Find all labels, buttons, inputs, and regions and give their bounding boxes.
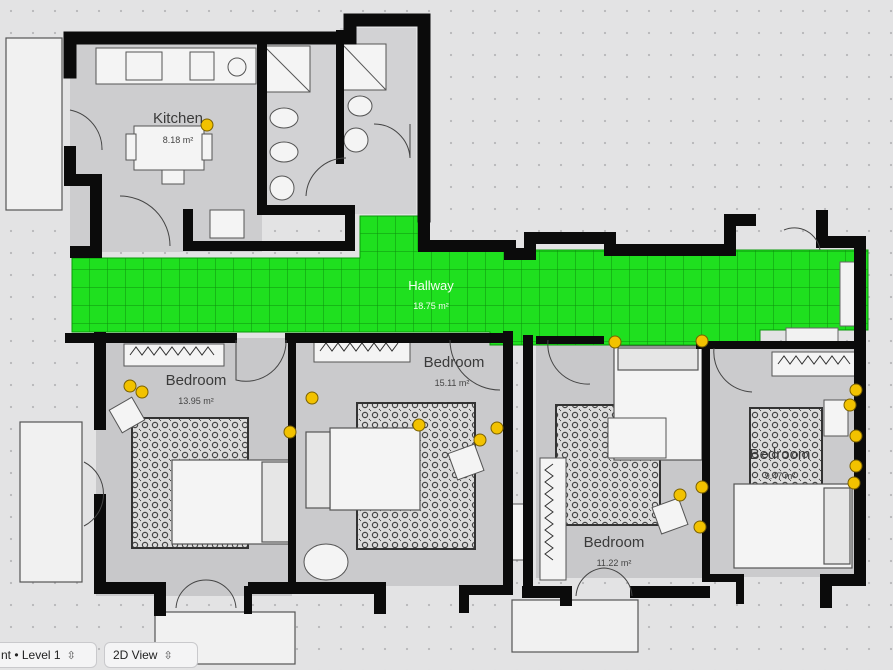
bedroom-3-area: 11.22 m²: [597, 558, 632, 568]
chevron-updown-icon: ⇳: [163, 649, 173, 662]
camera-pin-icon[interactable]: [305, 391, 319, 405]
room-label-bedroom-2[interactable]: Bedroom 15.11 m²: [424, 354, 485, 388]
view-selector-label: 2D View: [113, 648, 158, 662]
balcony-bottom-right: [511, 599, 639, 653]
photo-markers[interactable]: [123, 118, 863, 534]
camera-pin-icon[interactable]: [135, 385, 149, 399]
bedroom-4-name: Bedroom: [750, 446, 811, 463]
kitchen-area: 8.18 m²: [163, 135, 194, 145]
camera-pin-icon[interactable]: [849, 429, 863, 443]
room-label-kitchen[interactable]: Kitchen 8.18 m²: [153, 110, 203, 145]
bathroom-fixtures: [263, 43, 387, 201]
camera-pin-icon[interactable]: [843, 398, 857, 412]
kitchen-furniture: [95, 47, 257, 239]
camera-pin-icon[interactable]: [412, 418, 426, 432]
room-label-bedroom-4[interactable]: Bedroom 9.47 m²: [750, 446, 811, 481]
camera-pin-icon[interactable]: [693, 520, 707, 534]
camera-pin-icon[interactable]: [673, 488, 687, 502]
camera-pin-icon[interactable]: [473, 433, 487, 447]
camera-pin-icon[interactable]: [849, 459, 863, 473]
room-label-hallway[interactable]: Hallway 18.75 m²: [408, 278, 454, 311]
room-label-bedroom-3[interactable]: Bedroom 11.22 m²: [584, 534, 645, 568]
hallway-name: Hallway: [408, 278, 454, 293]
view-selector[interactable]: 2D View ⇳: [104, 642, 198, 668]
kitchen-name: Kitchen: [153, 110, 203, 127]
bedroom-4-area: 9.47 m²: [765, 471, 796, 481]
camera-pin-icon[interactable]: [123, 379, 137, 393]
bedroom-1-name: Bedroom: [166, 372, 227, 389]
wardrobes: [123, 339, 859, 581]
beds: [171, 345, 853, 569]
camera-pin-icon[interactable]: [608, 335, 622, 349]
bedroom-2-name: Bedroom: [424, 354, 485, 371]
balcony-left-bottom: [19, 421, 83, 583]
balcony-left-top: [5, 37, 63, 211]
room-label-bedroom-1[interactable]: Bedroom 13.95 m²: [166, 372, 227, 406]
bedroom-3-name: Bedroom: [584, 534, 645, 551]
camera-pin-icon[interactable]: [200, 118, 214, 132]
bedroom-2-area: 15.11 m²: [435, 378, 470, 388]
camera-pin-icon[interactable]: [695, 480, 709, 494]
bedroom-1-area: 13.95 m²: [178, 396, 214, 406]
chevron-updown-icon: ⇳: [66, 649, 76, 662]
level-selector-label: nt • Level 1: [1, 648, 61, 662]
camera-pin-icon[interactable]: [695, 334, 709, 348]
camera-pin-icon[interactable]: [490, 421, 504, 435]
camera-pin-icon[interactable]: [847, 476, 861, 490]
walls: [63, 13, 866, 616]
level-selector[interactable]: nt • Level 1 ⇳: [0, 642, 97, 668]
hallway-area: 18.75 m²: [413, 301, 449, 311]
doors: [69, 109, 821, 609]
camera-pin-icon[interactable]: [849, 383, 863, 397]
camera-pin-icon[interactable]: [283, 425, 297, 439]
